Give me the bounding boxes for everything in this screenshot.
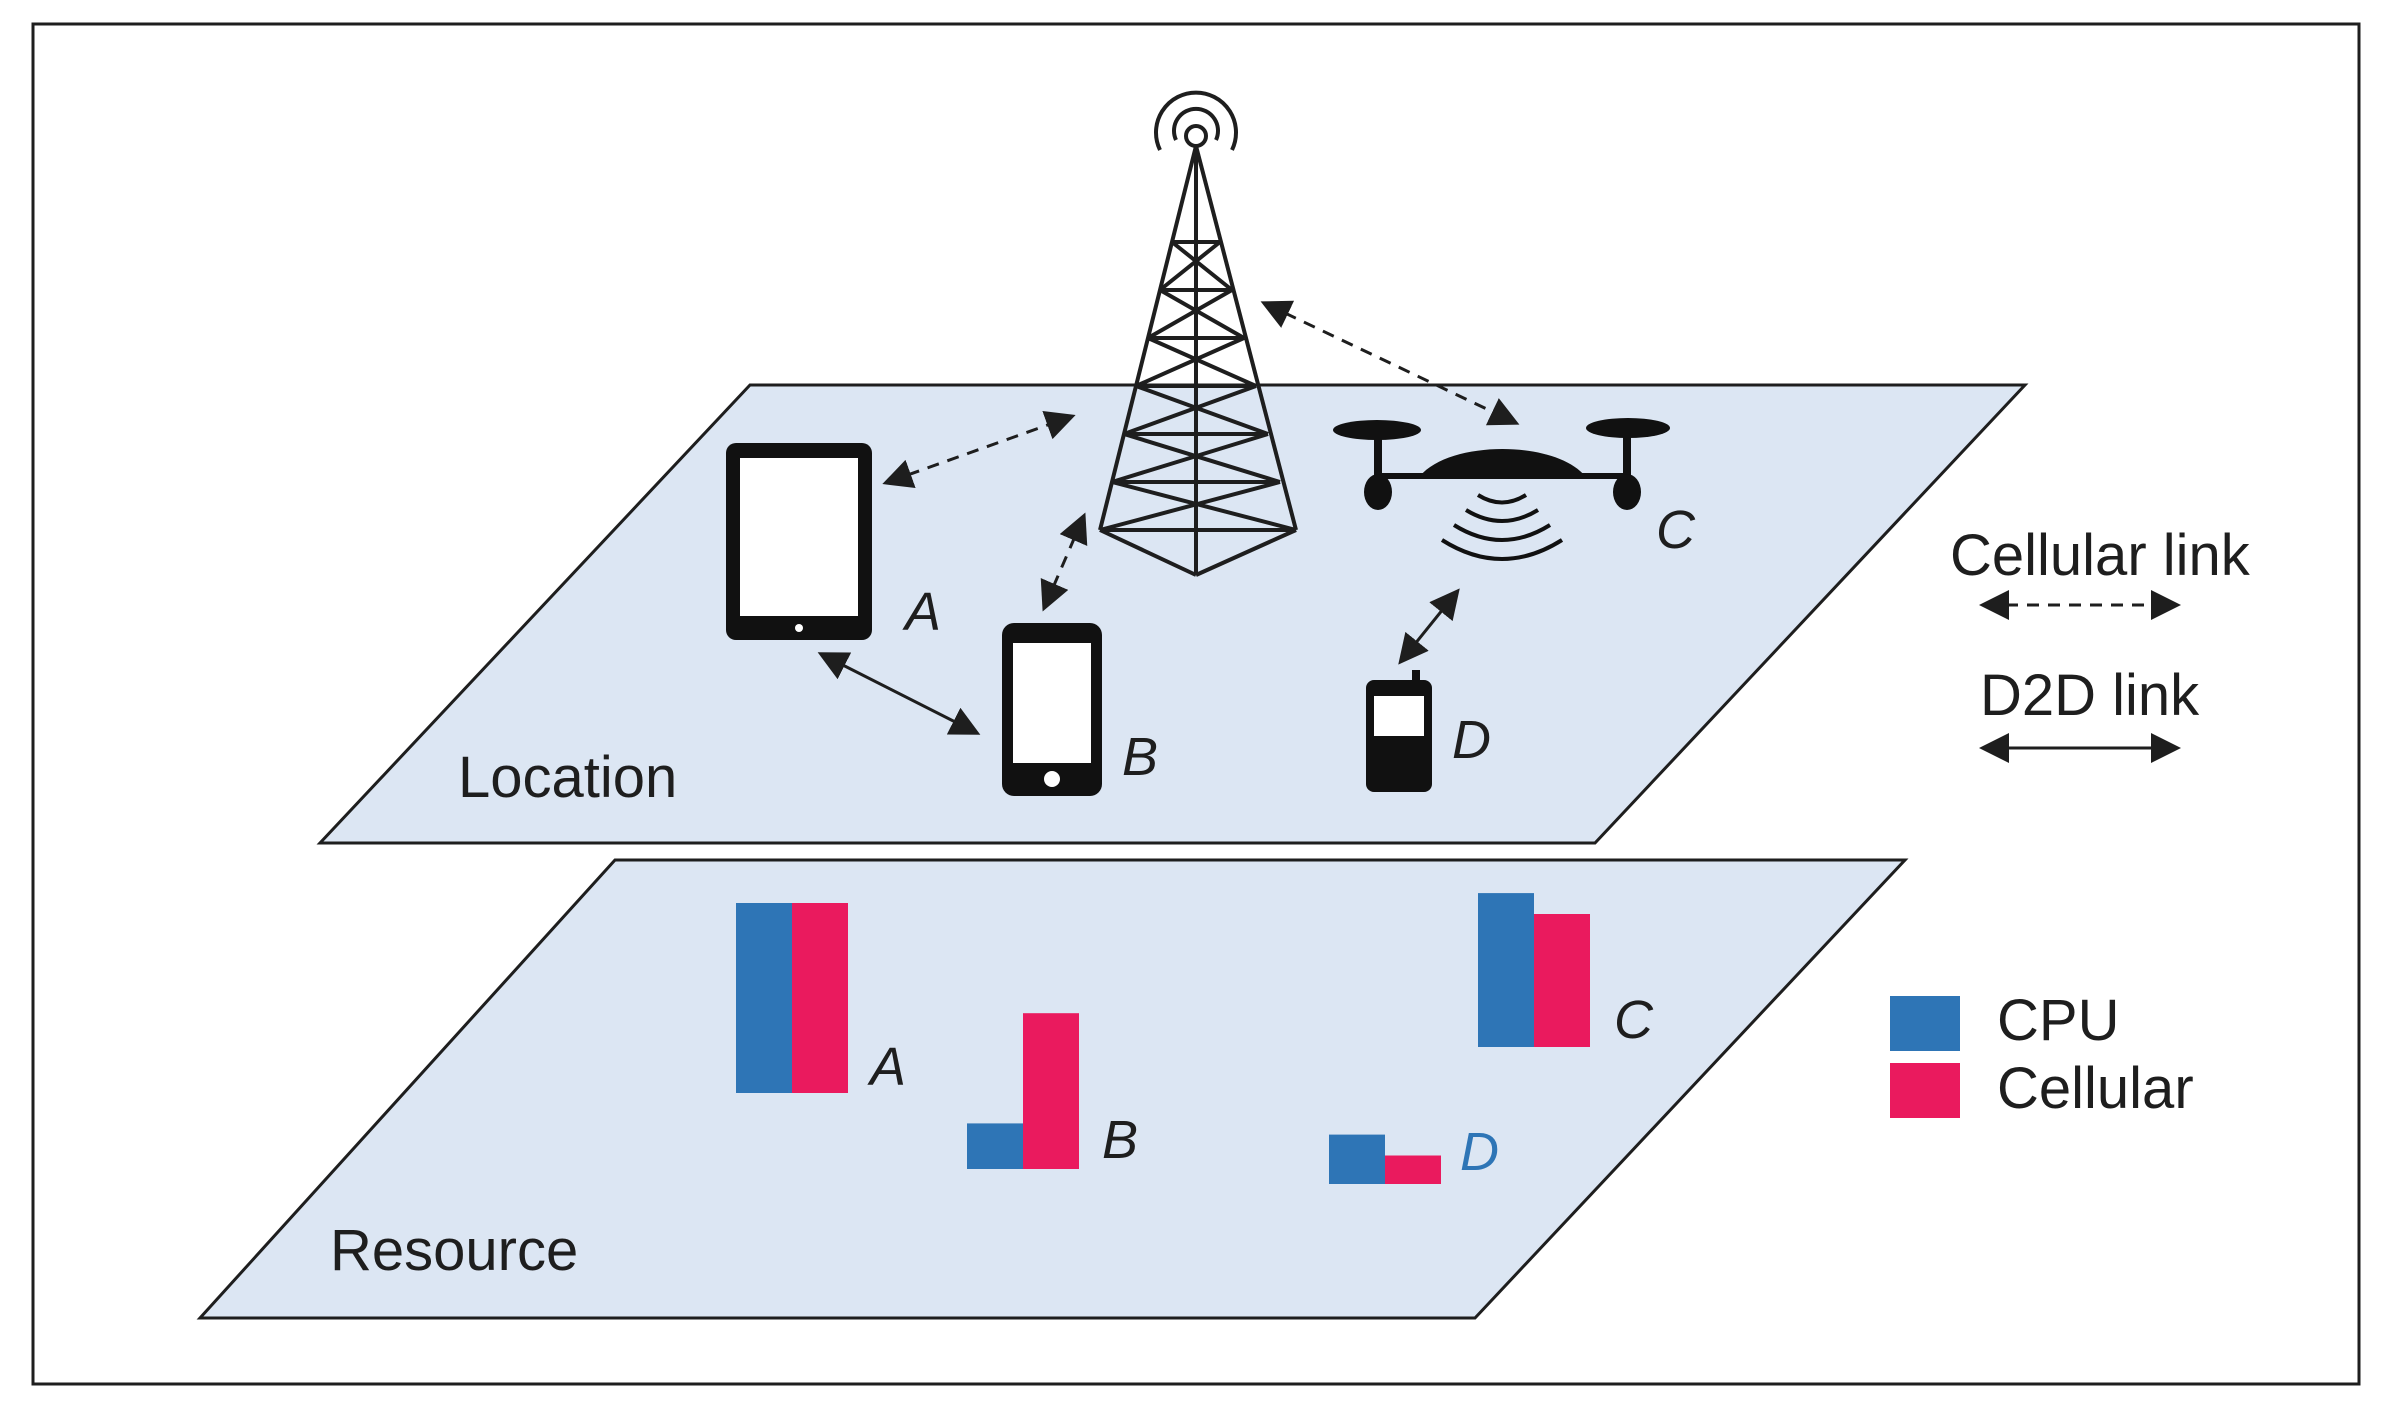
bar-c-cpu xyxy=(1478,893,1534,1047)
bar-b-cellular xyxy=(1023,1013,1079,1169)
cellular-link-tower-a xyxy=(882,410,1076,489)
smartphone-icon xyxy=(1002,623,1102,796)
d2d-link-a-b xyxy=(817,652,981,735)
cellular-legend-label: Cellular xyxy=(1997,1056,2194,1121)
cellular-legend-swatch xyxy=(1890,1063,1960,1118)
drone-icon xyxy=(1333,418,1670,510)
signal-waves-icon xyxy=(1440,493,1564,561)
cpu-legend-label: CPU xyxy=(1997,988,2119,1053)
bar-label-b: B xyxy=(1102,1110,1138,1170)
feature-phone-icon xyxy=(1366,670,1432,792)
device-a-label: A xyxy=(902,582,941,642)
cellular-link-tower-c xyxy=(1260,300,1520,426)
bar-a-cellular xyxy=(792,903,848,1093)
bar-a-cpu xyxy=(736,903,792,1093)
cpu-legend-swatch xyxy=(1890,996,1960,1051)
bar-label-d: D xyxy=(1460,1122,1499,1182)
cell-tower-icon xyxy=(1098,90,1298,577)
bar-b-cpu xyxy=(967,1123,1023,1169)
bar-label-a: A xyxy=(867,1037,906,1097)
tablet-icon xyxy=(726,443,872,640)
bar-c-cellular xyxy=(1534,914,1590,1047)
cellular-link-legend-label: Cellular link xyxy=(1950,523,2251,588)
resource-label: Resource xyxy=(330,1218,578,1283)
device-d-label: D xyxy=(1452,710,1491,770)
device-b-label: B xyxy=(1122,727,1158,787)
location-label: Location xyxy=(458,745,677,810)
cellular-link-tower-b xyxy=(1040,512,1088,612)
d2d-link-c-d xyxy=(1398,588,1460,665)
device-c-label: C xyxy=(1656,500,1696,560)
bar-label-c: C xyxy=(1614,990,1654,1050)
bar-d-cellular xyxy=(1385,1155,1441,1184)
d2d-link-legend-label: D2D link xyxy=(1980,663,2200,728)
bar-d-cpu xyxy=(1329,1134,1385,1184)
